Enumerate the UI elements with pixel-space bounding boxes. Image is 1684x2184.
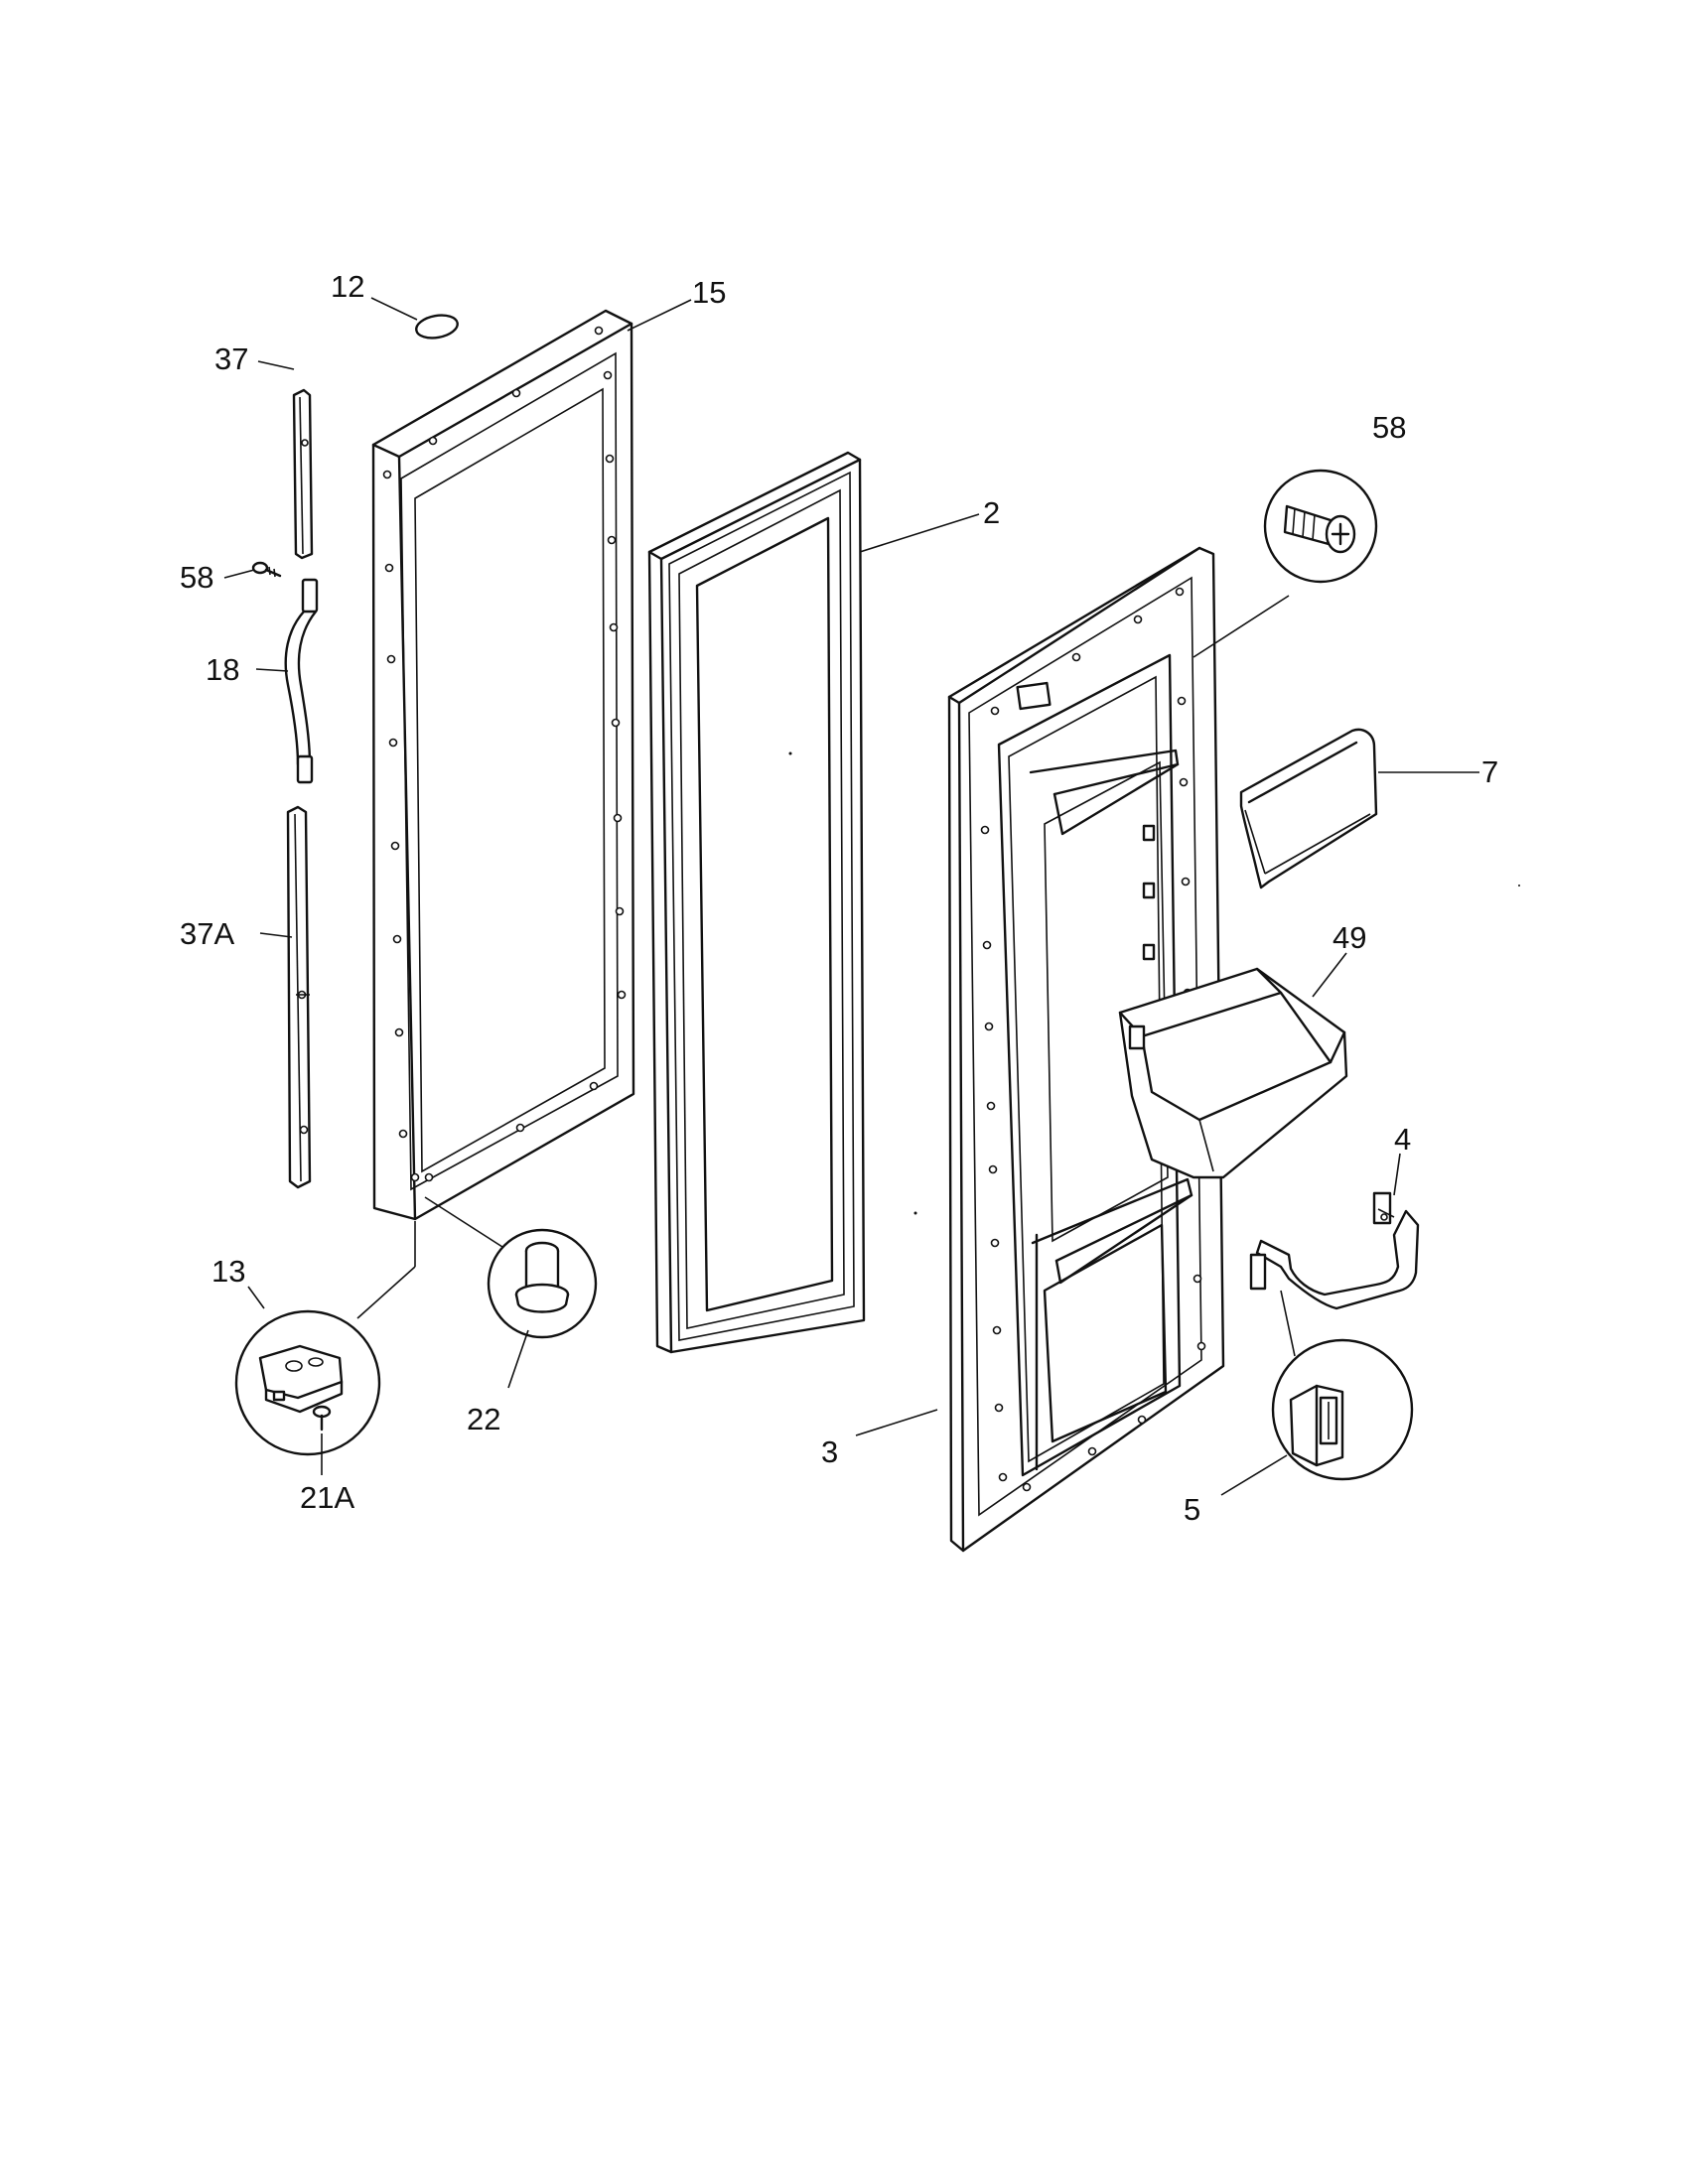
part-13-hinge-callout xyxy=(234,1221,416,1456)
screw-hole xyxy=(410,1172,420,1182)
part-12-oval-plug xyxy=(415,314,459,340)
part-7-dairy-cover xyxy=(1239,728,1378,889)
label-13: 13 xyxy=(211,1254,245,1289)
screw-hole xyxy=(992,1325,1002,1335)
label-15: 15 xyxy=(692,275,726,310)
part-5-clip-callout xyxy=(1271,1290,1414,1481)
part-18-handle xyxy=(284,578,319,784)
label-5: 5 xyxy=(1184,1492,1200,1527)
screw-hole xyxy=(394,1027,404,1037)
screw-hole xyxy=(986,1101,996,1111)
label-18: 18 xyxy=(206,652,239,687)
part-22-bushing-callout xyxy=(424,1196,598,1339)
label-49: 49 xyxy=(1333,920,1366,955)
screw-hole xyxy=(988,1164,998,1174)
screw-hole xyxy=(386,654,396,664)
label-37: 37 xyxy=(214,341,248,376)
screw-hole xyxy=(390,841,400,851)
screw-hole xyxy=(511,388,521,398)
screw-hole xyxy=(1137,1415,1147,1425)
screw-hole xyxy=(1175,587,1185,597)
part-49-door-bin xyxy=(1118,967,1348,1179)
screw-hole xyxy=(982,940,992,950)
screw-hole xyxy=(607,535,617,545)
screw-hole xyxy=(605,454,615,464)
screw-hole xyxy=(384,563,394,573)
part-3-door-liner xyxy=(947,546,1225,1553)
speck xyxy=(913,1211,917,1215)
screw-hole xyxy=(594,326,604,336)
part-4-bin-bracket xyxy=(1249,1191,1420,1310)
screw-hole xyxy=(603,370,613,380)
label-4: 4 xyxy=(1394,1122,1411,1157)
label-12: 12 xyxy=(331,269,364,304)
part-58-screw-small xyxy=(251,561,282,578)
part-2-door-gasket xyxy=(647,451,866,1354)
screw-hole xyxy=(617,990,627,1000)
screw-hole xyxy=(1071,652,1081,662)
label-2: 2 xyxy=(983,495,1000,530)
leader-lines xyxy=(223,297,1479,1496)
speck xyxy=(1518,885,1520,887)
speck xyxy=(788,751,792,755)
screw-hole xyxy=(1196,1341,1206,1351)
screw-hole xyxy=(1177,696,1187,706)
part-37-upper-trim xyxy=(292,388,314,560)
screw-hole xyxy=(613,813,623,823)
label-7: 7 xyxy=(1481,754,1498,789)
part-15-door-frame xyxy=(371,309,635,1221)
screw-hole xyxy=(994,1403,1004,1413)
label-22: 22 xyxy=(467,1402,500,1436)
screw-hole xyxy=(428,436,438,446)
screw-hole xyxy=(1022,1482,1032,1492)
screw-hole xyxy=(1087,1446,1097,1456)
screw-hole xyxy=(980,825,990,835)
label-3: 3 xyxy=(821,1434,838,1469)
screw-hole xyxy=(1193,1274,1202,1284)
screw-hole xyxy=(398,1129,408,1139)
screw-hole xyxy=(1179,777,1189,787)
screw-hole xyxy=(1181,877,1191,887)
label-21a: 21A xyxy=(300,1480,354,1515)
screw-hole xyxy=(424,1172,434,1182)
part-58-screw-callout xyxy=(1193,469,1378,658)
screw-hole xyxy=(990,1238,1000,1248)
screw-hole xyxy=(615,906,625,916)
label-37a: 37A xyxy=(180,916,234,951)
screw-hole xyxy=(998,1472,1008,1482)
screw-hole xyxy=(984,1022,994,1031)
part-37a-lower-trim xyxy=(286,805,312,1189)
part-labels: 12 15 37 58 18 37A 2 58 7 49 4 13 21A 22… xyxy=(180,269,1498,1527)
screw-hole xyxy=(609,622,619,632)
screw-hole xyxy=(611,718,621,728)
screw-hole xyxy=(990,706,1000,716)
screw-hole xyxy=(392,934,402,944)
label-58-right: 58 xyxy=(1372,410,1406,445)
screw-hole xyxy=(1133,614,1143,624)
screw-hole xyxy=(515,1123,525,1133)
label-58-left: 58 xyxy=(180,560,213,595)
screw-hole xyxy=(382,470,392,479)
screw-hole xyxy=(589,1081,599,1091)
screw-hole xyxy=(388,738,398,748)
